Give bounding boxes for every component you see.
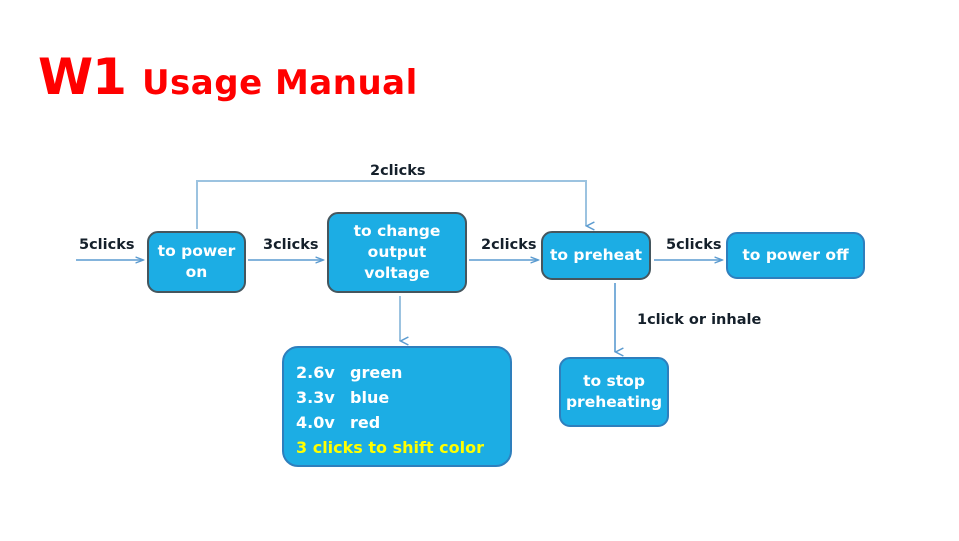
node-to-power-on-label: to power on bbox=[157, 242, 236, 281]
edge-label-start-to-power-on: 5clicks bbox=[79, 237, 135, 253]
edge-label-preheat-to-stop-preheating: 1click or inhale bbox=[637, 312, 762, 328]
node-to-power-on[interactable]: to power on bbox=[147, 231, 246, 293]
node-to-preheat-label: to preheat bbox=[549, 246, 643, 264]
voltage-row: 4.0v red bbox=[296, 410, 510, 435]
edge-label-power-on-to-change-voltage: 3clicks bbox=[263, 237, 319, 253]
node-to-stop-preheating-label: to stop preheating bbox=[565, 372, 663, 411]
node-to-power-off[interactable]: to power off bbox=[726, 232, 865, 279]
edge-label-change-voltage-to-preheat: 2clicks bbox=[481, 237, 537, 253]
node-to-preheat[interactable]: to preheat bbox=[541, 231, 651, 280]
voltage-value: 2.6v bbox=[296, 363, 335, 382]
voltage-row: 2.6v green bbox=[296, 360, 510, 385]
node-to-power-off-label: to power off bbox=[742, 246, 849, 264]
voltage-value: 3.3v bbox=[296, 388, 335, 407]
voltage-shift-note: 3 clicks to shift color bbox=[296, 438, 485, 457]
node-voltage-color-legend[interactable]: 2.6v green 3.3v blue 4.0v red 3 clicks to s… bbox=[282, 346, 512, 467]
node-to-change-output-voltage-label: to change output voltage bbox=[353, 222, 441, 282]
node-to-stop-preheating[interactable]: to stop preheating bbox=[559, 357, 669, 427]
voltage-color-name: blue bbox=[350, 388, 390, 407]
title-model-name: W1 bbox=[38, 48, 127, 106]
title-subtitle: Usage Manual bbox=[141, 63, 418, 103]
edge-label-preheat-to-power-off: 5clicks bbox=[666, 237, 722, 253]
arrow-power-on-to-preheat-loop bbox=[196, 180, 586, 229]
voltage-color-name: green bbox=[350, 363, 403, 382]
node-to-change-output-voltage[interactable]: to change output voltage bbox=[327, 212, 467, 293]
edge-label-power-on-to-preheat-loop: 2clicks bbox=[370, 163, 426, 179]
voltage-color-name: red bbox=[350, 413, 381, 432]
voltage-value: 4.0v bbox=[296, 413, 335, 432]
voltage-row: 3.3v blue bbox=[296, 385, 510, 410]
